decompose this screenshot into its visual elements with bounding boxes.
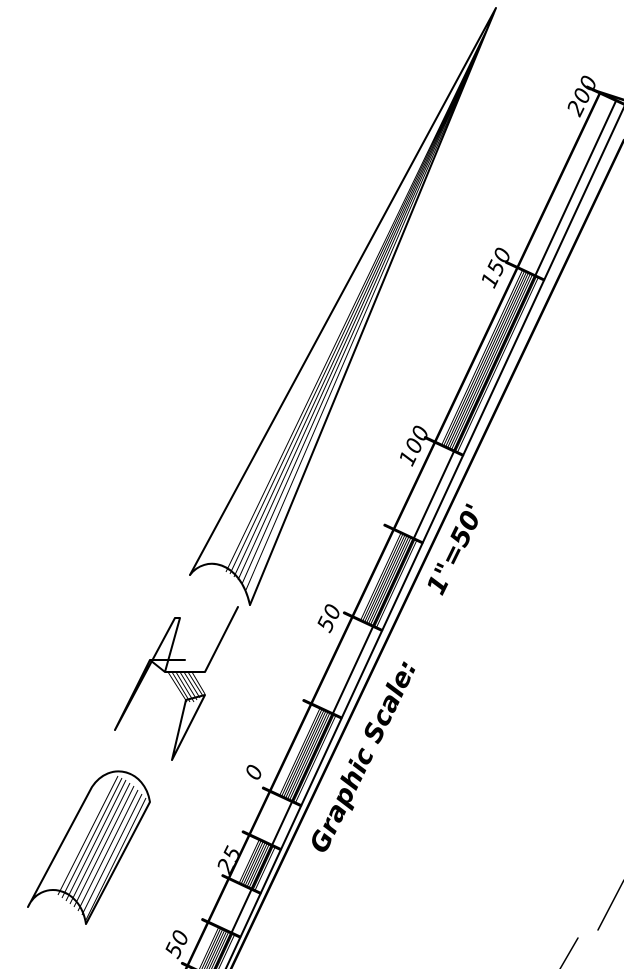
north-arrow xyxy=(27,7,497,925)
scale-hatch-line xyxy=(279,707,321,796)
scale-hatch-line xyxy=(294,715,337,804)
north-arrow-upper-cap xyxy=(189,562,251,606)
leader-lines xyxy=(559,879,624,969)
scale-bar-hatch xyxy=(198,99,624,969)
scale-bar-rail-lower xyxy=(229,138,624,969)
north-arrow-tail-hatch xyxy=(57,775,147,921)
scale-hatch-line xyxy=(447,272,529,449)
scale-tick xyxy=(504,260,546,282)
scale-hatch-line xyxy=(203,928,224,969)
scale-hatch-line xyxy=(289,712,331,801)
scale-tick xyxy=(180,961,198,969)
scale-hatch-line xyxy=(215,933,234,969)
scale-hatch-line xyxy=(240,840,262,885)
tick-label-100: 100 xyxy=(395,422,436,471)
scale-tick xyxy=(221,874,262,895)
scale-ratio: 1"=50' xyxy=(421,499,491,600)
scale-hatch-line xyxy=(198,926,220,969)
scale-hatch-line xyxy=(244,842,266,887)
scale-hatch-line xyxy=(370,537,412,626)
scale-hatch-line xyxy=(451,274,533,451)
leader-line-1 xyxy=(597,879,624,931)
scale-hatch-line xyxy=(210,931,230,969)
scale-hatch-line xyxy=(283,709,325,798)
scale-hatch-line xyxy=(443,270,526,447)
leader-line-2 xyxy=(559,937,579,969)
scale-hatch-line xyxy=(360,532,402,621)
graphic-scale-bar: 50 25 0 50 100 150 200 Graphic Scale: 1"… xyxy=(161,72,624,969)
scale-hatch-line xyxy=(362,533,404,622)
scale-hatch-line xyxy=(441,269,524,446)
scale-tick xyxy=(423,436,465,457)
north-arrow-blade-outline xyxy=(189,7,497,606)
scale-inner-rail xyxy=(224,105,624,969)
scale-hatch-line xyxy=(285,710,327,799)
scale-tick xyxy=(383,523,424,545)
scale-tick xyxy=(342,611,384,632)
north-arrow-n-glyph xyxy=(114,606,239,761)
scale-hatch-line xyxy=(281,708,323,797)
scale-hatch-line xyxy=(242,841,264,886)
scale-tick xyxy=(241,830,282,851)
scale-hatch-line xyxy=(246,842,268,888)
scale-hatch-line xyxy=(375,539,418,629)
scale-hatch-line xyxy=(449,273,531,450)
scale-hatch-line xyxy=(238,839,260,884)
scale-inner-rail xyxy=(213,99,618,969)
scale-tick xyxy=(201,918,242,939)
scale-hatch-line xyxy=(368,536,410,625)
scale-hatch-line xyxy=(455,276,537,452)
scale-hatch-line xyxy=(374,539,416,628)
scale-hatch-line xyxy=(293,714,335,803)
scale-hatch-line xyxy=(364,534,406,623)
scale-bar-rail-upper xyxy=(184,91,602,969)
scale-hatch-line xyxy=(254,846,276,891)
scale-hatch-line xyxy=(218,934,236,969)
scale-hatch-line xyxy=(456,277,539,453)
tick-label-150: 150 xyxy=(477,244,518,293)
tick-label-0: 0 xyxy=(241,761,270,785)
scale-hatch-line xyxy=(366,535,408,624)
scale-bar-ticks xyxy=(180,85,624,969)
scale-tick-labels: 50 25 0 50 100 150 200 xyxy=(161,72,604,963)
tick-label-50: 50 xyxy=(313,601,348,637)
scale-hatch-line xyxy=(445,271,528,448)
scale-hatch-line xyxy=(252,845,274,891)
north-arrow-blade-hatch xyxy=(225,13,495,591)
scale-tick xyxy=(585,85,624,106)
scale-hatch-line xyxy=(201,927,222,969)
north-arrow-n-hatch xyxy=(167,671,206,703)
scale-hatch-line xyxy=(248,843,270,889)
scale-tick xyxy=(261,786,303,807)
scale-hatch-line xyxy=(287,711,329,800)
scale-hatch-line xyxy=(208,930,228,969)
scale-hatch-line xyxy=(206,929,226,969)
scale-tick xyxy=(302,699,343,720)
